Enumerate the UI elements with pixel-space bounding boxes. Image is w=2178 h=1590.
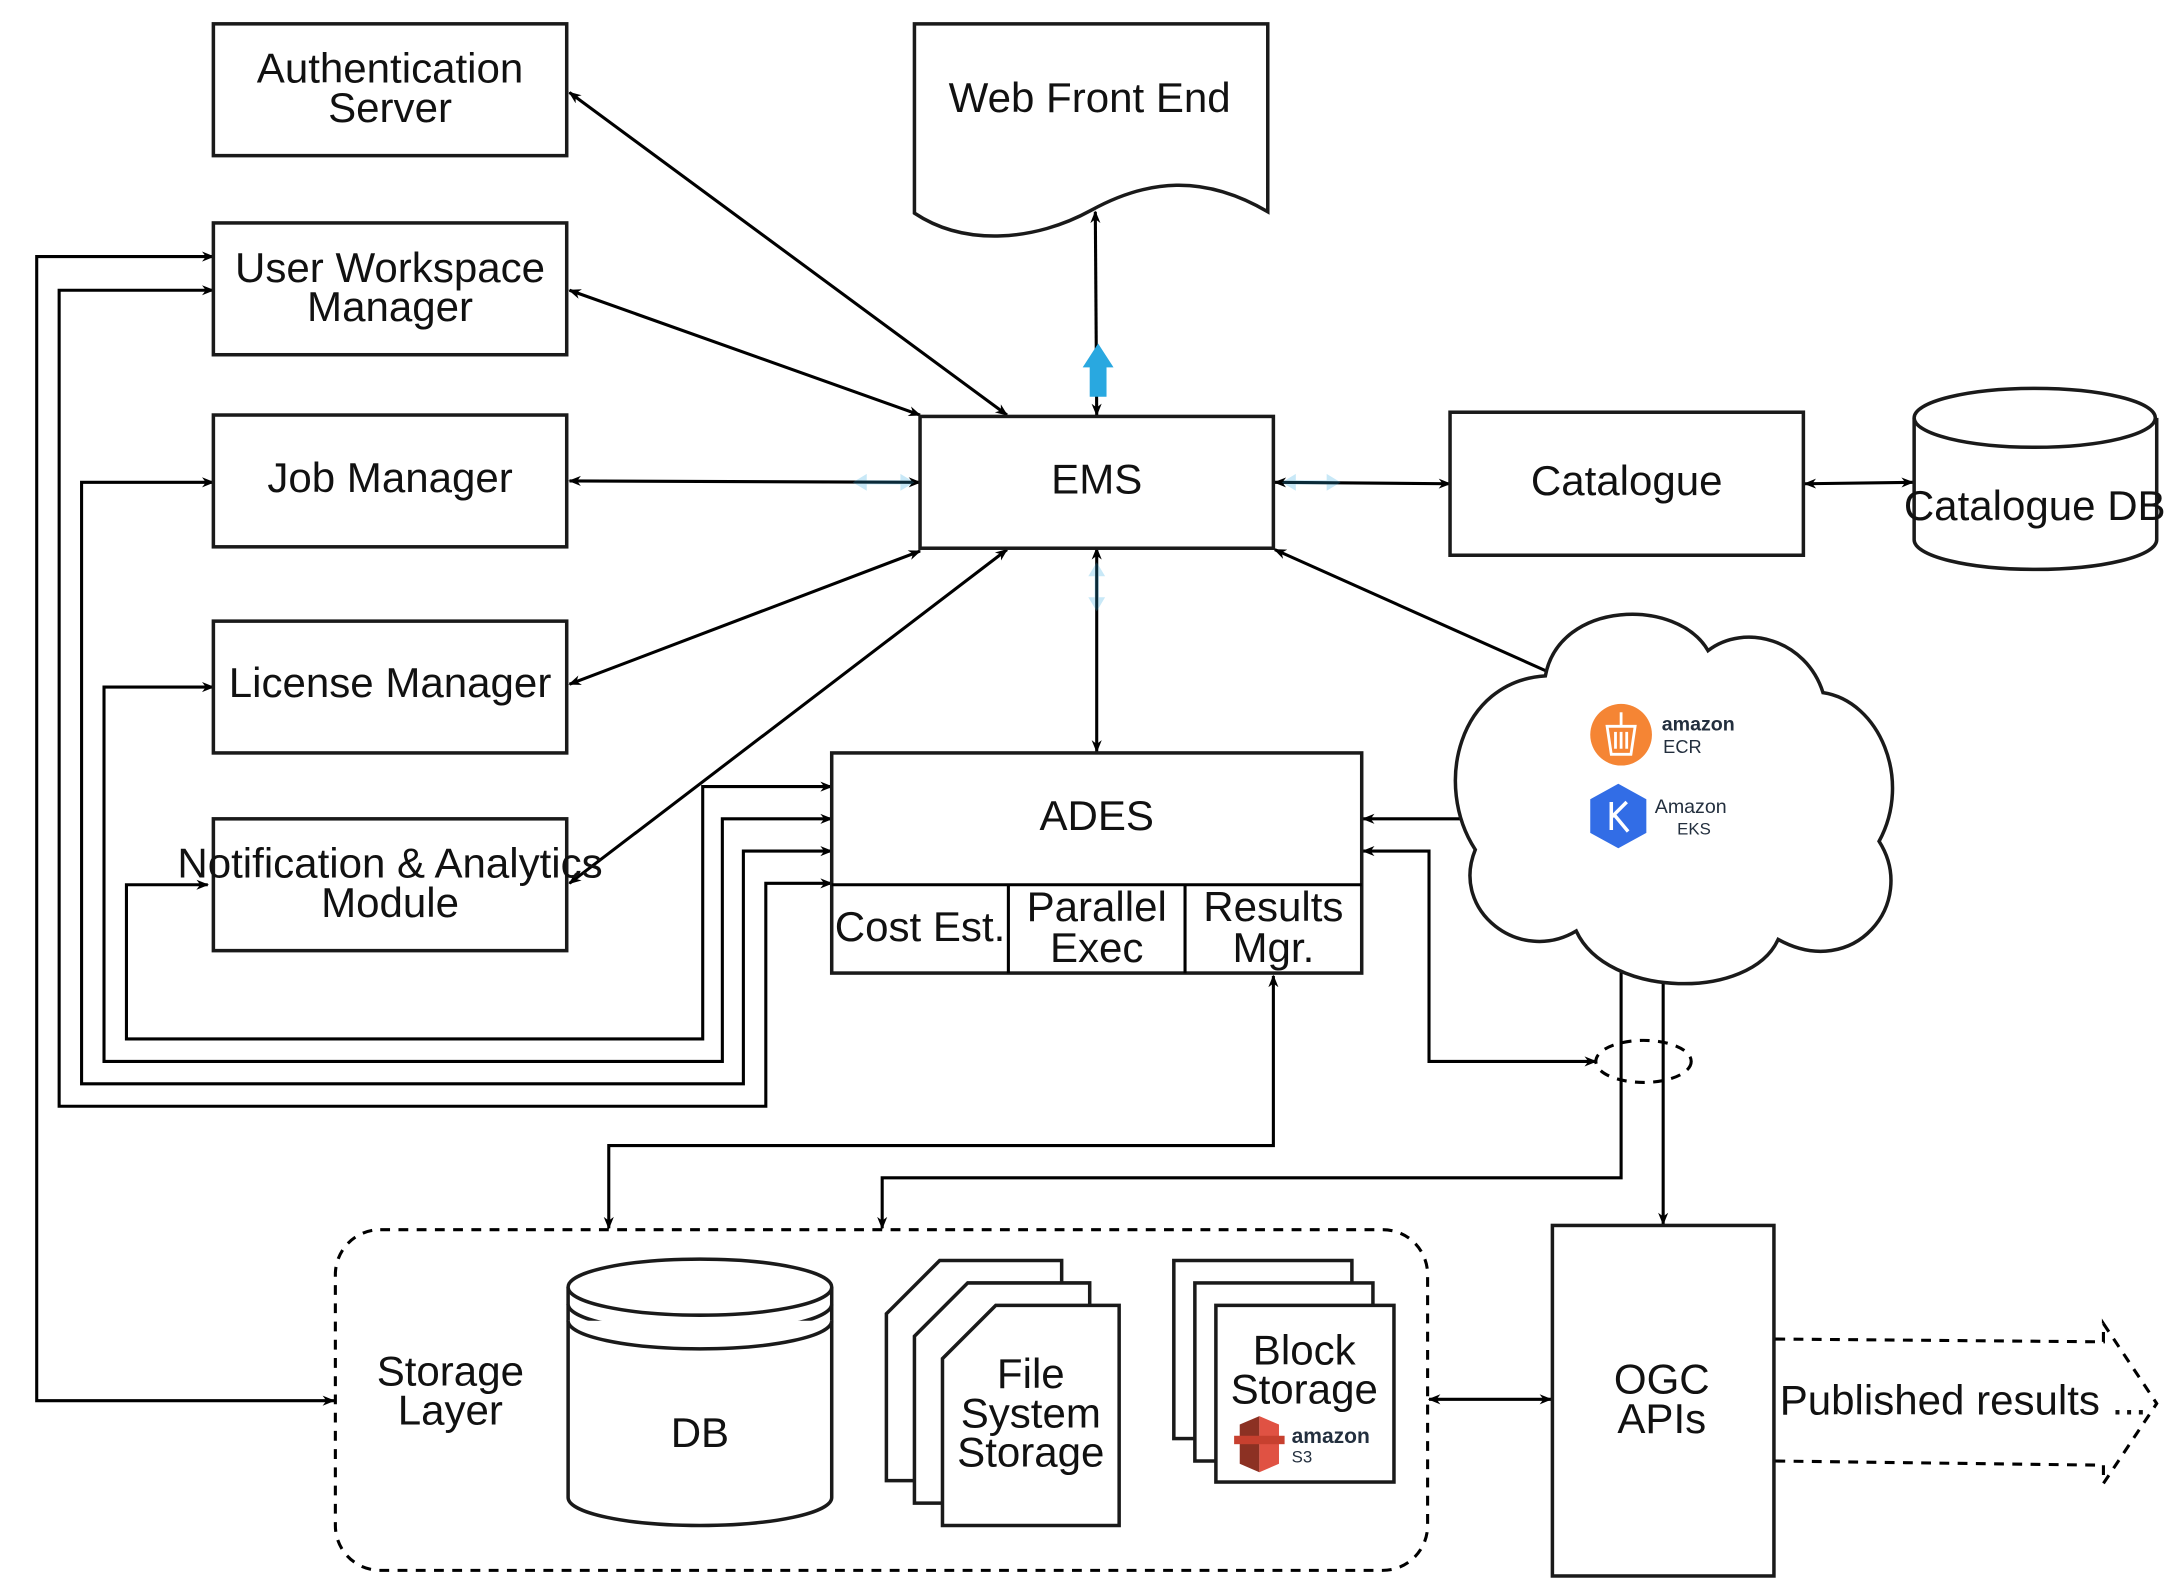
- file-system-storage-stack: File System Storage: [884, 1258, 1121, 1528]
- catalogue-db-label: Catalogue DB: [1904, 482, 2166, 529]
- web-front-end-label: Web Front End: [949, 74, 1231, 121]
- s3-service-name: S3: [1292, 1447, 1313, 1466]
- catalogue-db-cylinder: Catalogue DB: [1904, 386, 2166, 572]
- catalogue-box: Catalogue: [1448, 410, 1806, 557]
- license-manager-label: License Manager: [229, 659, 552, 706]
- arrow-ems-workspace: [568, 288, 922, 417]
- user-workspace-manager-box: User Workspace Manager: [211, 221, 569, 357]
- bus-workspace: [57, 285, 833, 1108]
- highlight-arrows: [852, 343, 1341, 612]
- cost-est-label: Cost Est.: [835, 903, 1006, 950]
- ogc-label-1: OGC: [1614, 1356, 1710, 1403]
- arrow-ems-catalogue: [1273, 477, 1452, 489]
- ades-box: ADES Cost Est. Parallel Exec Results Mgr…: [829, 751, 1364, 975]
- ecr-service-name: ECR: [1663, 737, 1701, 757]
- ogc-apis-box: OGC APIs: [1550, 1223, 1776, 1578]
- file-system-label-2: System: [961, 1389, 1101, 1436]
- db-cylinder: DB: [566, 1257, 834, 1528]
- arrow-ems-license: [568, 549, 922, 686]
- published-results-label: Published results ...: [1780, 1377, 2147, 1424]
- bus-job: [80, 477, 833, 1086]
- block-storage-label-1: Block: [1253, 1326, 1357, 1373]
- s3-brand: amazon: [1292, 1425, 1370, 1448]
- block-storage-stack: Block Storage amazon S3: [1172, 1258, 1396, 1484]
- catalogue-label: Catalogue: [1531, 457, 1723, 504]
- workspace-label-1: User Workspace: [235, 244, 545, 291]
- faint-arrow-icons: [852, 473, 1341, 612]
- arrow-ems-auth: [568, 91, 1008, 417]
- job-manager-label: Job Manager: [267, 454, 512, 501]
- ecr-brand: amazon: [1662, 714, 1735, 736]
- storage-layer-label-2: Layer: [398, 1387, 503, 1434]
- s3-icon: [1234, 1416, 1285, 1473]
- arrow-ems-cloud: [1273, 548, 1581, 688]
- arrow-results-storage: [603, 974, 1279, 1230]
- ems-label: EMS: [1051, 456, 1142, 503]
- file-system-label-1: File: [997, 1350, 1065, 1397]
- ades-label: ADES: [1039, 792, 1154, 839]
- notification-label-2: Module: [321, 879, 459, 926]
- results-mgr-label-2: Mgr.: [1232, 924, 1314, 971]
- results-mgr-label-1: Results: [1203, 883, 1343, 930]
- auth-server-box: Authentication Server: [211, 22, 569, 158]
- parallel-exec-label-2: Exec: [1050, 924, 1143, 971]
- eks-service: Amazon EKS: [1590, 783, 1727, 849]
- workspace-label-2: Manager: [307, 283, 473, 330]
- notification-module-box: Notification & Analytics Module: [177, 817, 603, 953]
- storage-layer-label-1: Storage: [377, 1347, 524, 1394]
- file-system-label-3: Storage: [957, 1429, 1104, 1476]
- eks-icon: [1590, 783, 1647, 849]
- up-highlight-icon: [1082, 343, 1114, 397]
- notification-label-1: Notification & Analytics: [177, 840, 602, 887]
- license-manager-box: License Manager: [211, 619, 569, 755]
- eks-brand: Amazon: [1655, 796, 1727, 818]
- auth-server-label-2: Server: [328, 84, 452, 131]
- storage-layer-container: Storage Layer: [333, 1228, 1430, 1572]
- arrow-catalogue-db: [1803, 477, 1915, 489]
- ecr-service: amazon ECR: [1590, 703, 1735, 766]
- published-results-arrow: Published results ...: [1775, 1318, 2159, 1489]
- web-front-end-shape: Web Front End: [912, 22, 1270, 238]
- auth-server-label-1: Authentication: [257, 45, 523, 92]
- ems-box: EMS: [918, 414, 1276, 550]
- arrow-workspace-storage: [35, 251, 336, 1406]
- parallel-exec-label-1: Parallel: [1027, 883, 1167, 930]
- aws-cloud: amazon ECR Amazon EKS: [1453, 612, 1895, 986]
- job-manager-box: Job Manager: [211, 413, 569, 549]
- ogc-label-2: APIs: [1617, 1395, 1706, 1442]
- junction-ellipse: [1594, 1038, 1693, 1084]
- db-label: DB: [671, 1409, 729, 1456]
- block-storage-label-2: Storage: [1231, 1366, 1378, 1413]
- eks-service-name: EKS: [1677, 819, 1711, 838]
